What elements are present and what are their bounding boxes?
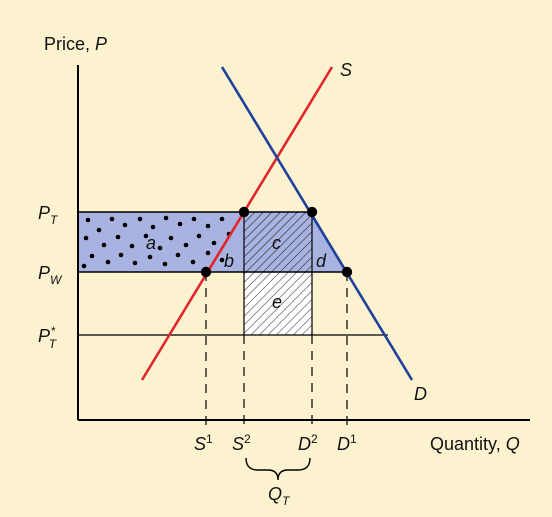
area-d-label: d (316, 251, 327, 271)
s1-label: S1 (194, 432, 213, 454)
qt-label: QT (268, 484, 291, 508)
d2-label: D2 (298, 432, 318, 454)
supply-label: S (340, 60, 352, 80)
y-axis-label: Price, P (44, 34, 107, 54)
point-d2 (306, 206, 318, 218)
area-c-region (244, 212, 312, 272)
area-a-label: a (146, 233, 156, 253)
point-s2 (238, 206, 250, 218)
s2-label: S2 (232, 432, 251, 454)
point-s1 (200, 266, 212, 278)
area-c-label: c (272, 233, 281, 253)
area-e-label: e (272, 292, 282, 312)
qt-brace (245, 457, 311, 481)
pw-label: PW (38, 263, 63, 287)
area-e-region (244, 272, 312, 335)
area-a-dots (81, 215, 232, 269)
d1-label: D1 (337, 432, 357, 454)
point-d1 (341, 266, 353, 278)
pt-star-label: P*T (38, 324, 58, 351)
area-b-label: b (224, 251, 234, 271)
pt-label: PT (38, 203, 59, 227)
supply-curve (140, 66, 334, 381)
x-axis-label: Quantity, Q (430, 434, 520, 454)
demand-curve (220, 66, 414, 381)
demand-label: D (414, 384, 427, 404)
